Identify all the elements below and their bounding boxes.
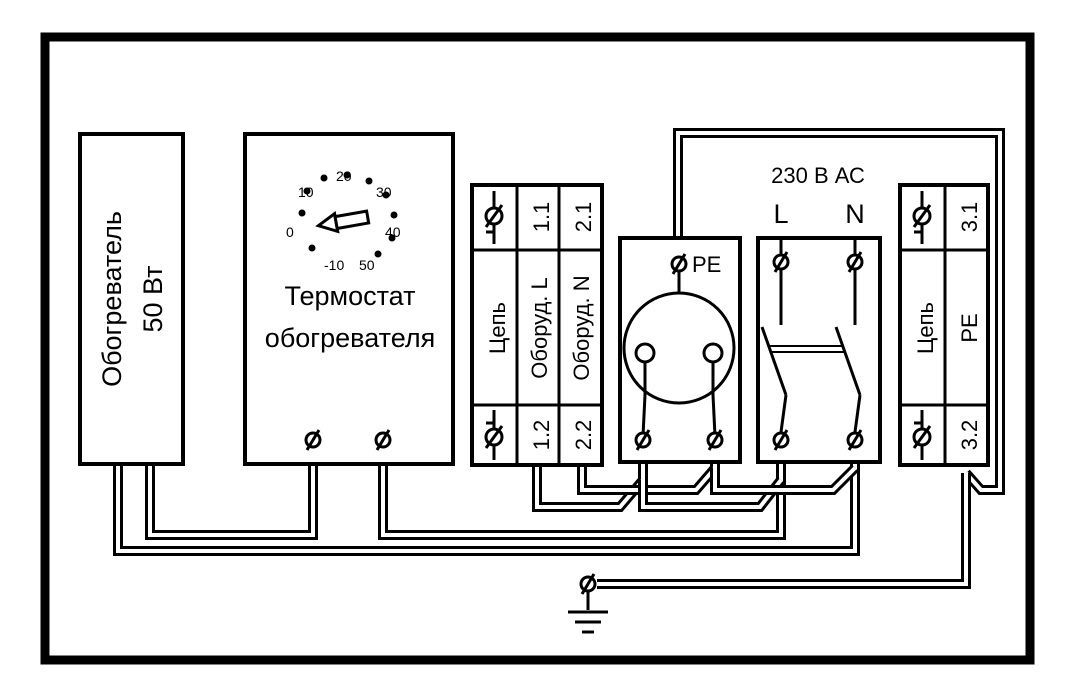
dial-label-20: 20: [336, 168, 352, 184]
thermostat-subtitle: обогревателя: [265, 323, 435, 353]
dial-label-30: 30: [376, 184, 392, 200]
block2-label-3-1: 3.1: [957, 202, 982, 233]
terminal-block-1: 1.1 2.1 Цепь Оборуд. L Оборуд. N 1.2 2.2: [470, 183, 604, 467]
block2-label-pe: PE: [957, 313, 982, 342]
supply-voltage: 230 В АС: [771, 163, 865, 188]
block2-label-circuit: Цепь: [913, 302, 938, 354]
dial-label-0: 0: [286, 224, 294, 240]
heater: Обогреватель 50 Вт: [78, 132, 185, 466]
block2-bottom-ground-icon: [912, 410, 932, 460]
supply-switch: 230 В АС L N: [756, 163, 882, 464]
block1-label-circuit: Цепь: [485, 302, 510, 354]
block1-bottom-ground-icon: [484, 410, 504, 460]
block1-label-1-1: 1.1: [529, 202, 554, 233]
supply-neutral-label: N: [845, 199, 865, 229]
dial-label-minus10: -10: [324, 257, 344, 273]
terminal-block-2: 3.1 Цепь PE 3.2: [898, 183, 990, 467]
dial-label-10: 10: [298, 184, 314, 200]
block2-top-ground-icon: [912, 191, 932, 244]
earth-ground-icon: [568, 572, 608, 634]
heater-title: Обогреватель: [97, 211, 127, 387]
dial-label-40: 40: [385, 224, 401, 240]
block1-top-ground-icon: [484, 191, 504, 244]
block1-label-2-1: 2.1: [571, 202, 596, 233]
socket-pe-label: PE: [692, 252, 721, 277]
block1-label-equip-n: Оборуд. N: [569, 275, 594, 380]
thermostat-title: Термостат: [285, 281, 416, 311]
heater-power: 50 Вт: [138, 265, 168, 332]
thermostat-dial: -10 0 10 20 30 40 50: [286, 168, 401, 273]
thermostat: -10 0 10 20 30 40 50 Термостат обогреват…: [243, 132, 455, 466]
supply-line-label: L: [773, 199, 788, 229]
block1-label-2-2: 2.2: [571, 420, 596, 451]
dial-label-50: 50: [359, 257, 375, 273]
block1-label-equip-l: Оборуд. L: [527, 277, 552, 379]
socket: PE: [618, 236, 742, 464]
block1-label-1-2: 1.2: [529, 420, 554, 451]
wiring: [113, 128, 1005, 589]
block2-label-3-2: 3.2: [957, 420, 982, 451]
